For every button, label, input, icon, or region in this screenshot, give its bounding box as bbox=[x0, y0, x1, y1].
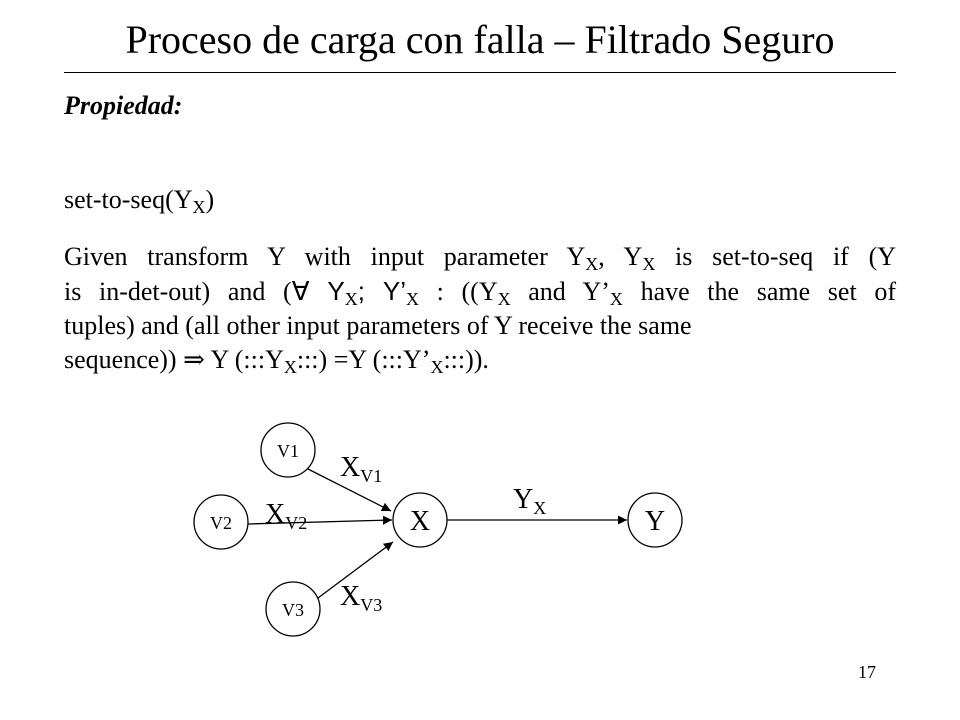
subscript: X bbox=[283, 357, 297, 377]
edge-label-yx: YX bbox=[513, 484, 546, 518]
subscript: X bbox=[344, 289, 358, 309]
property-definition: Given transform Y with input parameter Y… bbox=[64, 240, 924, 377]
title-underline bbox=[64, 72, 896, 73]
node-x-label: X bbox=[410, 506, 430, 537]
property-name-sub: X bbox=[192, 197, 206, 217]
node-v1-label: V1 bbox=[277, 441, 299, 461]
slide-title: Proceso de carga con falla – Filtrado Se… bbox=[125, 17, 835, 62]
edge-label-xv1: XV1 bbox=[340, 452, 382, 486]
edge-label-xv3: XV3 bbox=[340, 581, 382, 615]
text-run: ; Y’ bbox=[357, 276, 406, 306]
subscript: X bbox=[642, 254, 656, 274]
definition-line-1: Given transform Y with input parameter Y… bbox=[64, 240, 896, 274]
text-run: Y bbox=[309, 276, 345, 306]
subscript: X bbox=[430, 357, 444, 377]
subscript: X bbox=[405, 289, 419, 309]
subscript: X bbox=[497, 289, 511, 309]
text-run: have the same set of bbox=[622, 277, 896, 306]
text-run: is set-to-seq if (Y bbox=[655, 242, 896, 271]
property-name-suffix: ) bbox=[205, 185, 215, 214]
text-run: , Y bbox=[598, 242, 643, 271]
edge-v1-x bbox=[307, 468, 392, 512]
text-run: :::)). bbox=[443, 345, 489, 374]
node-y-label: Y bbox=[645, 506, 665, 537]
text-run: is in-det-out) and ( bbox=[64, 277, 292, 306]
text-run: Y (:::Y bbox=[204, 345, 284, 374]
text-run: :::) =Y (:::Y’ bbox=[296, 345, 431, 374]
page-number: 17 bbox=[858, 662, 876, 682]
text-run: sequence)) bbox=[64, 345, 184, 374]
property-name: set-to-seq(YX) bbox=[64, 183, 214, 217]
subscript: X bbox=[609, 289, 623, 309]
property-name-prefix: set-to-seq(Y bbox=[64, 185, 193, 214]
node-v2 bbox=[193, 494, 249, 550]
node-v3-label: V3 bbox=[282, 600, 304, 620]
node-v2-label: V2 bbox=[210, 513, 232, 533]
edge-v3-x bbox=[317, 541, 394, 599]
node-y bbox=[627, 492, 683, 548]
edge-v2-x bbox=[247, 515, 393, 525]
definition-line-4: sequence)) ⇒ Y (:::YX:::) =Y (:::Y’X:::)… bbox=[64, 343, 924, 377]
implies-symbol: ⇒ bbox=[183, 345, 205, 374]
node-v1 bbox=[260, 422, 316, 478]
property-heading: Propiedad: bbox=[64, 91, 183, 120]
definition-line-2: is in-det-out) and (∀ YX; Y’X : ((YX and… bbox=[64, 274, 896, 309]
forall-symbol: ∀ bbox=[291, 276, 310, 306]
text-run: Given transform Y with input parameter Y bbox=[64, 242, 586, 271]
definition-line-3: tuples) and (all other input parameters … bbox=[64, 311, 692, 340]
node-v3 bbox=[265, 581, 321, 637]
subscript: X bbox=[585, 254, 599, 274]
text-run: and Y’ bbox=[510, 277, 610, 306]
edge-label-xv2: XV2 bbox=[265, 499, 307, 533]
text-run: : ((Y bbox=[418, 277, 498, 306]
